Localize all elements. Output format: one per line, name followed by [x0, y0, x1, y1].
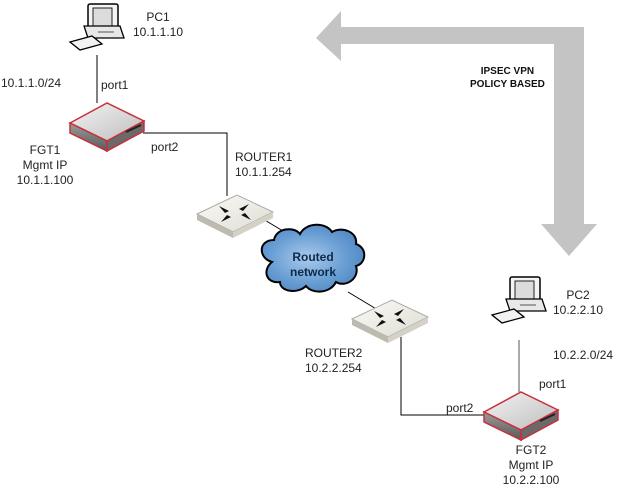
fgt2-mgmt-label: Mgmt IP — [508, 458, 554, 472]
fgt1-mgmt-label: Mgmt IP — [22, 158, 68, 172]
fgt2-name: FGT2 — [515, 443, 547, 457]
vpn-arrow-shape — [316, 11, 597, 256]
cloud-label: Routed network — [278, 250, 348, 280]
pc1-computer-icon — [68, 3, 125, 51]
vpn-label: IPSEC VPN POLICY BASED — [470, 65, 545, 91]
vpn-label-line1: IPSEC VPN — [480, 66, 535, 77]
router1-label: ROUTER1 10.1.1.254 — [235, 150, 292, 180]
cloud-label-line2: network — [289, 265, 336, 279]
fgt2-port1-label: port1 — [539, 377, 567, 391]
pc2-label: PC2 10.2.2.10 — [548, 288, 608, 318]
fgt1-name: FGT1 — [29, 143, 61, 157]
fgt1-port2-label: port2 — [151, 140, 179, 154]
router2-name: ROUTER2 — [305, 346, 363, 360]
pc1-ip: 10.1.1.10 — [132, 25, 184, 39]
vpn-tunnel-arrow — [316, 11, 597, 256]
pc2-name: PC2 — [566, 288, 590, 302]
router2-label: ROUTER2 10.2.2.254 — [305, 346, 362, 376]
router1-icon — [195, 194, 275, 238]
fgt2-label: FGT2 Mgmt IP 10.2.2.100 — [496, 443, 566, 488]
router2-icon — [350, 299, 430, 343]
router1-name: ROUTER1 — [235, 150, 293, 164]
fgt1-mgmt-ip: 10.1.1.100 — [16, 173, 74, 187]
cloud-label-line1: Routed — [292, 250, 334, 264]
router1-ip: 10.1.1.254 — [235, 165, 292, 179]
routed-network-cloud-icon — [260, 223, 366, 293]
subnet1-label: 10.1.1.0/24 — [1, 76, 62, 90]
router2-ip: 10.2.2.254 — [305, 361, 362, 375]
fgt1-label: FGT1 Mgmt IP 10.1.1.100 — [10, 143, 80, 188]
pc2-ip: 10.2.2.10 — [552, 303, 604, 317]
pc1-label: PC1 10.1.1.10 — [128, 10, 188, 40]
fgt2-port2-label: port2 — [446, 401, 474, 415]
link-fgt1-router1 — [143, 132, 228, 196]
fgt1-port1-label: port1 — [101, 78, 129, 92]
link-router2-fgt2 — [400, 337, 488, 416]
subnet2-label: 10.2.2.0/24 — [553, 348, 614, 362]
pc2-computer-icon — [490, 276, 547, 324]
fgt1-firewall-icon — [68, 102, 146, 153]
link-cloud-router2 — [347, 291, 379, 311]
vpn-label-line2: POLICY BASED — [470, 79, 545, 90]
fgt2-firewall-icon — [482, 391, 560, 442]
pc1-name: PC1 — [146, 10, 170, 24]
fgt2-mgmt-ip: 10.2.2.100 — [502, 473, 560, 487]
